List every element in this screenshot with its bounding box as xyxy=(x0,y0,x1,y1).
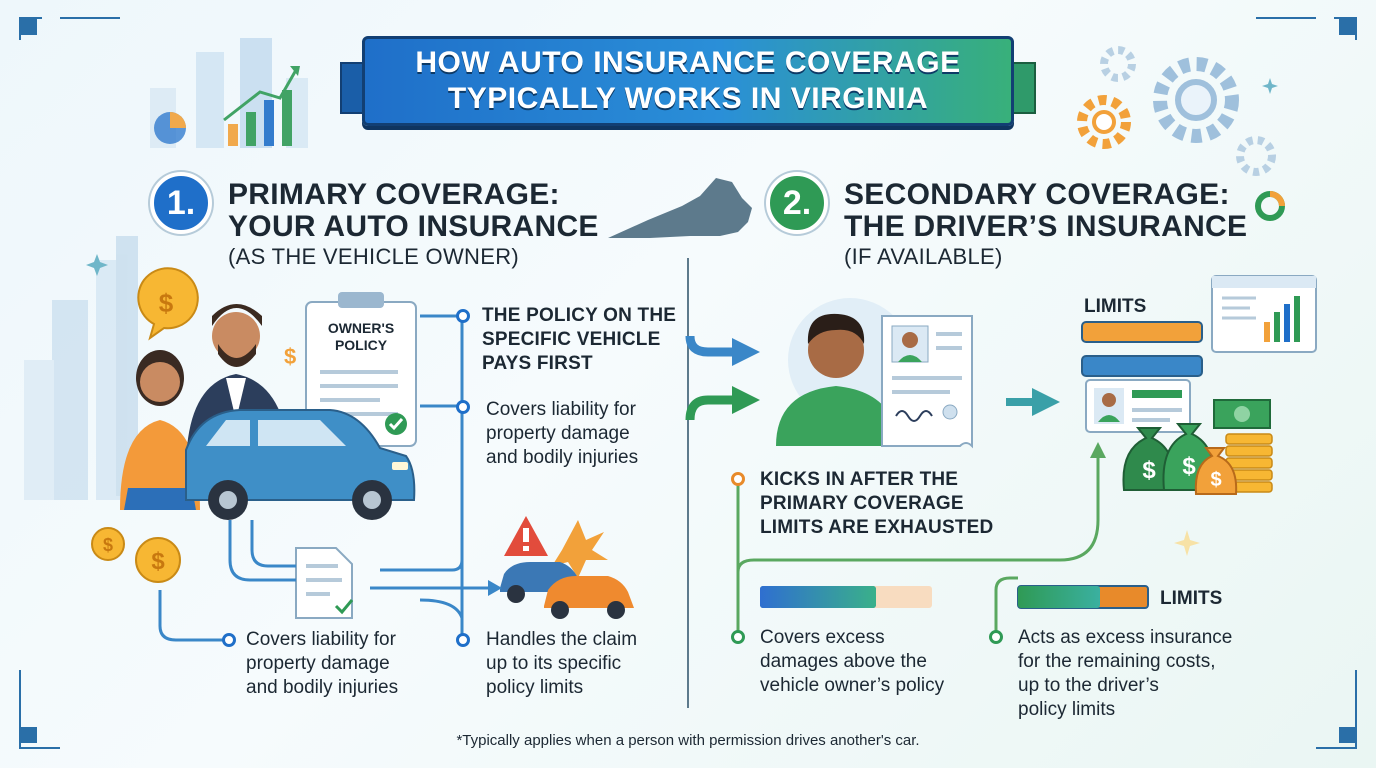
primary-heading-line-1: PRIMARY COVERAGE: xyxy=(228,178,560,211)
secondary-point-2-line-3: vehicle owner’s policy xyxy=(760,675,945,696)
secondary-point-2: Covers excess damages above the vehicle … xyxy=(760,626,944,698)
primary-point-4-line-1: Handles the claim xyxy=(486,629,638,650)
primary-point-4: Handles the claim up to its specific pol… xyxy=(486,628,637,700)
svg-text:$: $ xyxy=(1210,469,1221,491)
driver-license-document-icon xyxy=(881,315,973,449)
primary-limit-bar xyxy=(760,586,932,608)
primary-point-1-dot xyxy=(456,309,470,323)
primary-subheading: (AS THE VEHICLE OWNER) xyxy=(228,244,520,269)
flow-arrows-center xyxy=(685,335,760,421)
primary-flow-lines xyxy=(158,314,490,642)
primary-point-2: Covers liability for property damage and… xyxy=(486,398,638,470)
limits-label-top: LIMITS xyxy=(1084,296,1147,317)
primary-point-2-line-2: property damage xyxy=(486,423,630,444)
secondary-heading-line-1: SECONDARY COVERAGE: xyxy=(844,178,1230,211)
secondary-point-1: KICKS IN AFTER THE PRIMARY COVERAGE LIMI… xyxy=(760,468,993,540)
primary-heading-line-2: YOUR AUTO INSURANCE xyxy=(228,210,599,243)
corner-frames xyxy=(19,17,1357,749)
owners-policy-label-line-2: POLICY xyxy=(334,337,388,353)
virginia-map-icon xyxy=(608,178,752,238)
primary-point-2-dot xyxy=(456,400,470,414)
dollar-coin-icon: $ xyxy=(137,267,199,341)
secondary-heading-line-2: THE DRIVER’S INSURANCE xyxy=(844,210,1248,243)
primary-point-2-line-3: and bodily injuries xyxy=(486,447,639,468)
svg-text:$: $ xyxy=(1142,457,1156,484)
primary-point-3: Covers liability for property damage and… xyxy=(246,628,398,700)
car-accident-illustration xyxy=(500,516,634,619)
primary-point-1-line-3: PAYS FIRST xyxy=(482,353,593,374)
claim-document-icon xyxy=(295,547,354,619)
svg-text:$: $ xyxy=(151,548,165,575)
secondary-point-3: Acts as excess insurance for the remaini… xyxy=(1018,626,1232,722)
gears-icon xyxy=(1077,46,1285,221)
primary-point-3-line-3: and bodily injuries xyxy=(246,677,399,698)
primary-point-3-dot xyxy=(222,633,236,647)
secondary-point-2-dot xyxy=(731,630,745,644)
owners-policy-label-line-1: OWNER'S xyxy=(327,320,395,336)
limits-label-bottom: LIMITS xyxy=(1160,588,1223,609)
primary-point-4-dot xyxy=(456,633,470,647)
coins-left-icon: $ $ xyxy=(91,527,181,583)
owners-policy-label: OWNER'S POLICY xyxy=(306,320,416,354)
primary-point-4-line-2: up to its specific xyxy=(486,653,622,674)
arrow-up-icon xyxy=(1090,442,1106,458)
secondary-point-2-line-1: Covers excess xyxy=(760,627,885,648)
primary-point-4-line-3: policy limits xyxy=(486,677,584,698)
primary-point-1-line-2: SPECIFIC VEHICLE xyxy=(482,329,661,350)
driver-limit-bar xyxy=(1017,585,1149,609)
secondary-subheading: (IF AVAILABLE) xyxy=(844,244,1003,269)
secondary-point-3-line-3: up to the driver’s xyxy=(1018,675,1159,696)
secondary-number-badge: 2. xyxy=(766,172,828,234)
svg-text:$: $ xyxy=(103,535,113,555)
secondary-point-3-line-4: policy limits xyxy=(1018,699,1116,720)
id-card-icon xyxy=(1085,379,1191,433)
skyline-top-left xyxy=(150,38,308,148)
svg-text:$: $ xyxy=(159,288,174,318)
arrow-right-icon xyxy=(1032,388,1060,416)
primary-point-1-line-1: THE POLICY ON THE xyxy=(482,305,677,326)
primary-point-2-line-1: Covers liability for xyxy=(486,399,636,420)
secondary-point-3-line-1: Acts as excess insurance xyxy=(1018,627,1233,648)
primary-point-3-line-1: Covers liability for xyxy=(246,629,396,650)
secondary-point-3-dot xyxy=(989,630,1003,644)
primary-point-3-line-2: property damage xyxy=(246,653,390,674)
footnote: *Typically applies when a person with pe… xyxy=(456,732,920,749)
primary-point-1: THE POLICY ON THE SPECIFIC VEHICLE PAYS … xyxy=(482,304,676,376)
title-line-1: HOW AUTO INSURANCE COVERAGE xyxy=(415,46,961,79)
secondary-point-1-line-2: PRIMARY COVERAGE xyxy=(760,493,964,514)
secondary-point-3-line-2: for the remaining costs, xyxy=(1018,651,1216,672)
title-line-2: TYPICALLY WORKS IN VIRGINIA xyxy=(447,82,929,115)
sparkle-icons xyxy=(86,78,1278,556)
secondary-flow-lines xyxy=(736,456,1100,636)
secondary-point-1-dot xyxy=(731,472,745,486)
svg-text:$: $ xyxy=(284,344,296,369)
secondary-point-2-line-2: damages above the xyxy=(760,651,927,672)
dashboard-chart-icon xyxy=(1211,275,1317,353)
title-banner: HOW AUTO INSURANCE COVERAGE TYPICALLY WO… xyxy=(362,36,1014,126)
primary-number-badge: 1. xyxy=(150,172,212,234)
skyline-left xyxy=(24,236,138,500)
limits-bars-top xyxy=(1081,321,1203,377)
svg-text:$: $ xyxy=(1182,453,1196,480)
car-illustration xyxy=(185,409,416,520)
money-bags-icon: $ $ $ xyxy=(1122,399,1273,495)
secondary-point-1-line-1: KICKS IN AFTER THE xyxy=(760,469,959,490)
secondary-point-1-line-3: LIMITS ARE EXHAUSTED xyxy=(760,517,994,538)
